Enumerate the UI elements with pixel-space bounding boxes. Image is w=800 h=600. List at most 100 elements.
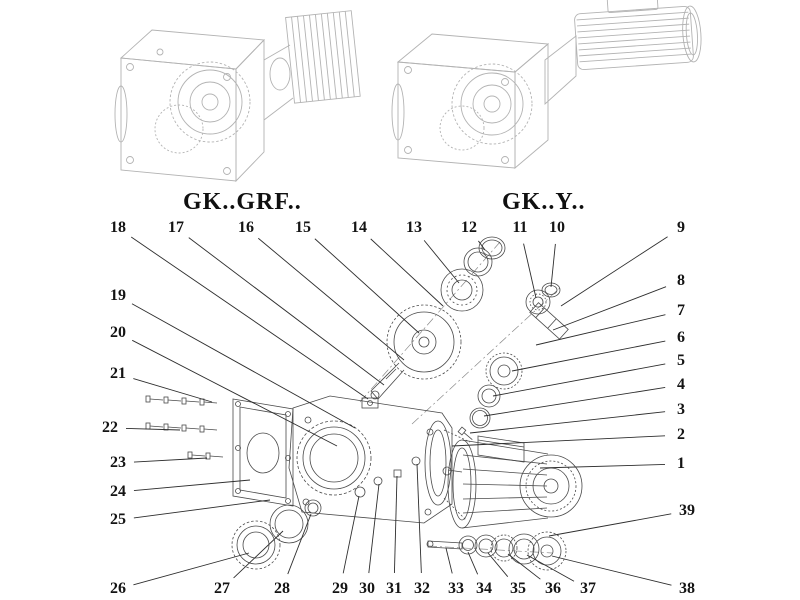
callout-number-15: 15 [295,219,311,236]
snap-ring [463,247,493,277]
callout-number-23: 23 [110,454,126,471]
callout-number-6: 6 [677,329,685,346]
leader-lines [125,236,672,586]
leader-line-16 [257,237,405,361]
shaft [370,362,405,400]
callout-number-8: 8 [677,272,685,289]
leader-line-26 [133,552,250,586]
variant-label-y: GK..Y.. [502,189,586,215]
variant-label-grf: GK..GRF.. [183,189,302,215]
callout-number-38: 38 [679,580,695,597]
leader-line-19 [131,303,356,429]
leader-line-12 [478,240,486,251]
leader-line-4 [483,387,666,417]
callout-number-4: 4 [677,376,685,393]
callout-number-20: 20 [110,324,126,341]
callout-number-9: 9 [677,219,685,236]
bevel-gear [485,352,523,390]
callout-number-33: 33 [448,580,464,597]
output-shaft-assembly [426,531,567,571]
leader-line-1 [539,464,666,469]
gearbox-grf-drawing [114,10,361,183]
callout-number-17: 17 [168,219,184,236]
large-gear [386,304,462,380]
leader-line-2 [451,435,666,447]
leader-line-29 [342,495,360,574]
leader-line-7 [535,314,666,346]
callout-number-5: 5 [677,352,685,369]
leader-line-37 [526,554,575,582]
callout-number-1: 1 [677,455,685,472]
axis-lines [359,241,563,554]
leader-line-5 [492,363,666,397]
callout-number-21: 21 [110,365,126,382]
callout-number-18: 18 [110,219,126,236]
leader-line-22 [125,428,181,431]
callout-number-27: 27 [214,580,230,597]
leader-line-23 [133,457,208,463]
exploded-view-drawing [145,236,583,571]
leader-line-30 [368,483,380,574]
callout-number-34: 34 [476,580,492,597]
callout-number-14: 14 [351,219,367,236]
callout-number-25: 25 [110,511,126,528]
bearing [440,268,484,312]
callout-number-28: 28 [274,580,290,597]
bolts [145,395,224,460]
grf-fin-cover [285,10,361,104]
callout-number-2: 2 [677,426,685,443]
leader-line-18 [130,236,369,400]
motor-drawing [574,0,702,71]
gearbox-y-drawing [391,0,702,169]
exploded-motor [442,435,583,529]
callout-number-3: 3 [677,401,685,418]
leader-line-24 [133,479,251,491]
callout-number-24: 24 [110,483,126,500]
callout-number-26: 26 [110,580,126,597]
leader-line-17 [188,237,385,386]
callout-number-37: 37 [580,580,596,597]
callout-number-11: 11 [512,219,528,236]
leader-line-6 [511,340,666,372]
leader-line-9 [560,236,668,307]
leader-line-31 [393,475,398,574]
washer [477,384,501,408]
leader-line-3 [469,411,666,434]
input-pinion [529,302,569,340]
callout-number-31: 31 [386,580,402,597]
leader-line-11 [523,243,537,299]
leader-line-10 [550,243,556,288]
callout-number-19: 19 [110,287,126,304]
callout-number-7: 7 [677,302,685,319]
leader-line-8 [552,286,667,331]
leader-line-13 [423,240,460,284]
flange-plate [232,398,294,507]
leader-line-27 [233,530,284,579]
leader-line-38 [551,555,672,586]
screw [457,426,473,440]
callout-number-35: 35 [510,580,526,597]
o-ring [478,236,506,260]
callout-number-10: 10 [549,219,565,236]
callout-number-13: 13 [406,219,422,236]
small-bearing [525,289,551,315]
callout-number-30: 30 [359,580,375,597]
callout-number-16: 16 [238,219,254,236]
callout-number-39: 39 [679,502,695,519]
leader-line-20 [132,339,338,447]
ring [269,504,309,544]
leader-line-25 [133,499,271,519]
callout-number-36: 36 [545,580,561,597]
callout-number-29: 29 [332,580,348,597]
leader-line-39 [548,513,672,537]
toothed-ring [231,520,281,570]
leader-line-28 [287,513,312,575]
callout-number-12: 12 [461,219,477,236]
callout-number-32: 32 [414,580,430,597]
leader-line-21 [133,378,213,403]
leader-line-35 [487,552,509,577]
callout-number-22: 22 [102,419,118,436]
leader-line-32 [416,463,422,574]
